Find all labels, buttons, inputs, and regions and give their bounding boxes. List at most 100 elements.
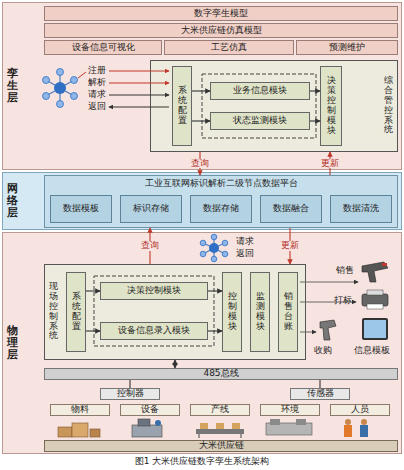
device-label: 销售 (336, 266, 354, 276)
box-label: 状态监测模块 (233, 116, 287, 126)
material-icon (58, 427, 72, 437)
layer-label: 综合管控系统 (384, 76, 393, 135)
box-label: 人员 (351, 405, 369, 415)
leader-arrow (78, 72, 86, 78)
data-box: 数据存储 (190, 195, 252, 223)
dashed-region (202, 74, 316, 138)
network-icon (209, 243, 219, 253)
system-box: 系统配置 业务信息模块状态监测模块 决策控制模块 综合管控系统 (150, 60, 398, 152)
network-icon (200, 251, 206, 257)
system-box: 系统配置 决策控制模块设备信息录入模块 控制模块监测模块销售台账 现场控制系统 (44, 264, 306, 360)
box-label: 大米供应链仿真模型 (181, 26, 262, 36)
box-label: 系统配置 (178, 86, 187, 126)
box-label: 物料 (71, 405, 89, 415)
machine-icon (132, 419, 162, 437)
model-box: 数字孪生模型 (44, 6, 398, 21)
line-icon (196, 423, 244, 438)
box-label: 设备信息录入模块 (118, 326, 190, 336)
environment-icon (270, 419, 280, 425)
network-icon (213, 248, 214, 259)
module-box: 决策控制模块 (320, 66, 342, 146)
connector (192, 120, 210, 121)
data-box: 数据清洗 (330, 195, 392, 223)
layer-label: 网络层 (7, 183, 18, 219)
leader-arrow (300, 302, 356, 303)
module-box: 设备信息录入模块 (100, 322, 208, 340)
box-label: 控制器 (117, 389, 144, 399)
signal-label: 解析 (88, 78, 106, 88)
printer-icon (362, 294, 388, 306)
network-icon (46, 88, 60, 96)
line-icon (216, 423, 224, 429)
function-box: 预测维护 (296, 40, 398, 55)
box-label: 数字孪生模型 (194, 9, 248, 19)
network-icon (46, 80, 60, 88)
platform-box: 数据模板标识存储数据存储数据融合数据清洗工业互联网标识解析二级节点数据平台 (44, 175, 398, 228)
signal-label: 注册 (88, 66, 106, 76)
machine-icon (132, 425, 162, 437)
device-label: 打标 (334, 296, 352, 306)
layer-band: 数据模板标识存储数据存储数据融合数据清洗工业互联网标识解析二级节点数据平台网络层 (2, 172, 402, 230)
connector (174, 360, 175, 368)
object-box: 人员 (330, 404, 390, 416)
network-icon (214, 243, 225, 248)
box-label: 预测维护 (329, 43, 365, 53)
network-icon (200, 234, 228, 262)
signal-label: 请求 (88, 90, 106, 100)
device-box: 控制器 (100, 388, 160, 400)
network-icon (59, 72, 60, 88)
box-label: 数据清洗 (343, 204, 379, 214)
object-box: 环境 (260, 404, 320, 416)
connector (319, 380, 320, 388)
material-icon (72, 423, 88, 437)
connector (192, 90, 210, 91)
leader-arrow (109, 95, 169, 96)
box-label: 工业互联网标识解析二级节点数据平台 (45, 179, 397, 189)
module-box: 业务信息模块 (210, 82, 310, 100)
box-label: 决策控制模块 (127, 286, 181, 296)
bus-bar: 485总线 (44, 368, 398, 380)
box-label: 传感器 (307, 389, 334, 399)
line-icon (241, 434, 242, 438)
network-icon (43, 93, 50, 100)
layer-band: 数字孪生模型大米供应链仿真模型设备信息可视化工艺仿真预测维护系统配置业务信息模块… (2, 2, 402, 170)
network-icon (60, 80, 74, 88)
staff-icon (361, 419, 367, 425)
line-icon (199, 434, 200, 438)
edge-label: 更新 (320, 159, 340, 169)
module-box: 系统配置 (66, 272, 86, 352)
scanner-icon (382, 263, 387, 266)
printer-icon (367, 304, 383, 309)
data-box: 数据融合 (260, 195, 322, 223)
module-box: 销售台账 (278, 272, 298, 352)
edge-label: 查询 (140, 241, 160, 251)
connector (310, 90, 320, 91)
dashed-region (94, 74, 316, 346)
object-box: 设备 (120, 404, 180, 416)
module-box: 控制模块 (222, 272, 242, 352)
machine-icon (138, 419, 150, 426)
connector (86, 290, 100, 291)
printer-icon (362, 290, 388, 309)
network-icon (222, 240, 228, 246)
staff-icon (345, 419, 351, 425)
printer-icon (367, 290, 383, 295)
box-label: 大米供应链 (199, 441, 244, 451)
leader-arrow (300, 282, 358, 283)
layer-label: 现场控制系统 (49, 282, 58, 341)
staff-icon (344, 425, 352, 437)
box-label: 设备信息可视化 (72, 43, 135, 53)
leader-arrow (78, 71, 358, 332)
edge-label: 查询 (190, 159, 210, 169)
box-label: 485总线 (203, 369, 238, 379)
leader-arrow (109, 71, 169, 72)
leader-arrow (109, 83, 169, 84)
module-box: 监测模块 (250, 272, 270, 352)
signal-label: 请求 (236, 237, 254, 247)
line-icon (232, 423, 240, 429)
figure-caption: 图1 大米供应链数字孪生系统架构 (0, 457, 404, 467)
dashed-region (94, 276, 214, 346)
object-box: 产线 (190, 404, 250, 416)
